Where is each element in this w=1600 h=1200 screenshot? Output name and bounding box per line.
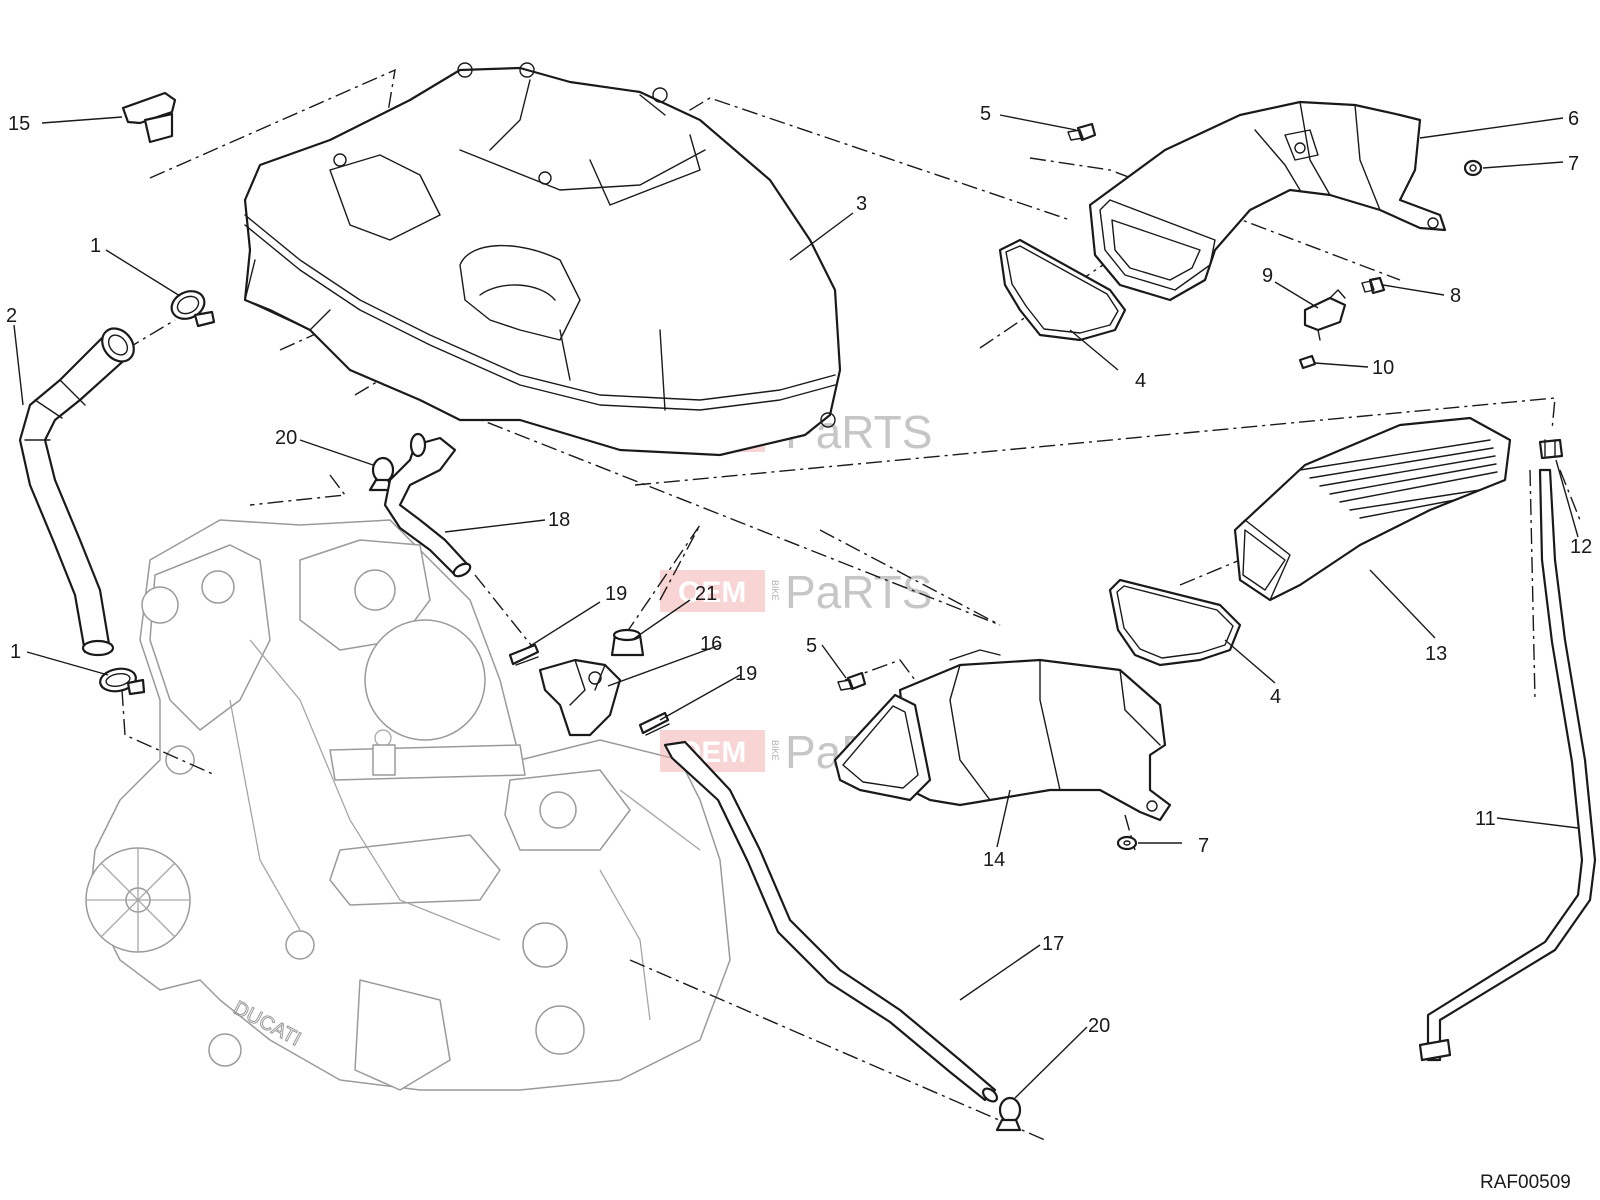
callout-16: 16 (700, 633, 722, 655)
screw-part-5-bottom[interactable] (837, 671, 867, 691)
breather-hose-part-18[interactable] (383, 432, 472, 579)
callout-9: 9 (1262, 265, 1273, 287)
callout-5: 5 (806, 635, 817, 657)
callout-21: 21 (695, 583, 717, 605)
drain-hose-part-11[interactable] (1418, 468, 1597, 1062)
watermark-bike: BIKE (770, 740, 780, 761)
screw-part-5-top[interactable] (1067, 122, 1097, 142)
sensor-part-9[interactable] (1303, 289, 1347, 341)
callout-2: 2 (6, 305, 17, 327)
callout-18: 18 (548, 509, 570, 531)
intake-duct-part-14[interactable] (833, 649, 1172, 822)
assembly-lines (121, 68, 1581, 1141)
clip-part-19-top[interactable] (508, 643, 540, 666)
clip-part-19-bottom[interactable] (638, 711, 670, 736)
callout-20: 20 (275, 427, 297, 449)
callout-1: 1 (90, 235, 101, 257)
valve-part-16[interactable] (538, 658, 622, 737)
callout-6: 6 (1568, 108, 1579, 130)
leader-lines (13, 114, 1579, 1099)
clip-part-15[interactable] (121, 91, 177, 144)
callout-1: 1 (10, 641, 21, 663)
callout-15: 15 (8, 113, 30, 135)
nut-part-7-bottom[interactable] (1116, 835, 1138, 851)
watermark-oem: OEM (678, 576, 746, 609)
callout-20: 20 (1088, 1015, 1110, 1037)
grommet-part-21[interactable] (610, 628, 645, 657)
callout-labels: 15 1 2 3 5 6 7 9 8 4 10 20 18 12 13 19 2… (6, 103, 1592, 1037)
callout-8: 8 (1450, 285, 1461, 307)
callout-11: 11 (1475, 808, 1496, 830)
callout-19: 19 (605, 583, 627, 605)
callout-4: 4 (1135, 370, 1146, 392)
callout-3: 3 (856, 193, 867, 215)
callout-7: 7 (1198, 835, 1209, 857)
clamp-part-20-bottom[interactable] (995, 1096, 1022, 1132)
callout-10: 10 (1372, 357, 1394, 379)
callout-19: 19 (735, 663, 757, 685)
intake-hose-part-2[interactable] (18, 322, 140, 657)
plug-part-8[interactable] (1361, 276, 1386, 295)
hose-clamp-part-1-top[interactable] (167, 286, 216, 328)
air-filter-part-13[interactable] (1233, 416, 1512, 602)
hose-clamp-part-1-bottom[interactable] (98, 666, 146, 696)
callout-14: 14 (983, 849, 1005, 871)
callout-13: 13 (1425, 643, 1447, 665)
nut-part-7-top[interactable] (1463, 159, 1483, 177)
hose-part-17[interactable] (663, 740, 999, 1104)
drawing-code: RAF00509 (1480, 1172, 1571, 1193)
airbox[interactable] (243, 62, 842, 457)
intake-duct-part-6[interactable] (1088, 100, 1447, 302)
watermark-parts: PaRTS (785, 566, 932, 618)
callout-12: 12 (1570, 536, 1592, 558)
callout-17: 17 (1042, 933, 1064, 955)
callout-7: 7 (1568, 153, 1579, 175)
callout-5: 5 (980, 103, 991, 125)
engine-block: DUCATI (85, 519, 731, 1091)
callout-4: 4 (1270, 686, 1281, 708)
watermark-bike: BIKE (770, 580, 780, 601)
clamp-part-12[interactable] (1538, 438, 1564, 460)
screw-part-10[interactable] (1298, 354, 1317, 370)
gasket-part-4-top[interactable] (998, 238, 1127, 342)
gasket-part-4-bottom[interactable] (1108, 578, 1242, 667)
